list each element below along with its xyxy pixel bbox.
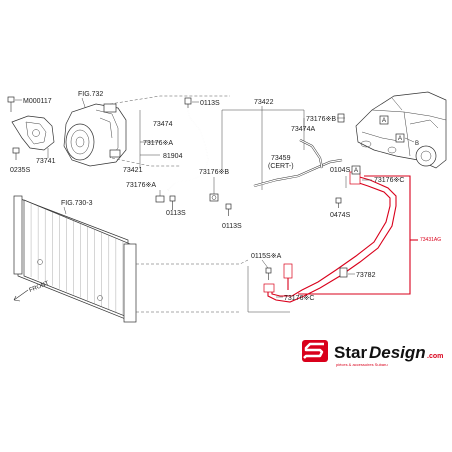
svg-text:A: A [398,136,402,142]
label-0235s: 0235S [10,167,31,174]
label-73176c-bottom: 73176※C [284,295,314,302]
car-illustration [355,91,447,169]
label-fig730: FIG.730-3 [61,200,93,207]
label-fig732: FIG.732 [78,91,103,98]
label-cert: (CERT-) [268,163,294,170]
bolt-0113s-mid [169,195,176,210]
logo-text-star: Star [334,343,367,362]
label-73422: 73422 [254,99,274,106]
stardesign-logo: Star Design .com pièces & accessoires Su… [302,340,443,367]
label-0104s: 0104S [330,167,351,174]
label-0113s-top: 0113S [200,100,220,107]
label-73421: 73421 [123,167,143,174]
svg-text:A: A [382,118,386,124]
bolt-0235s [12,147,20,160]
label-73741: 73741 [36,158,56,165]
label-73782: 73782 [356,272,376,279]
label-73176a-top: 73176※A [143,140,173,147]
logo-s-mark [302,340,328,362]
label-73176b-top: 73176※B [306,116,336,123]
pipe-73422 [253,139,343,188]
bolt-0113s-low [225,203,232,216]
bolt-m000117 [7,96,15,112]
svg-text:A: A [354,168,358,174]
compressor [63,103,127,167]
logo-text-design: Design [369,343,426,362]
label-0474s: 0474S [330,212,351,219]
bolt-0113s-top [184,97,192,108]
pipe-73421 [167,103,209,191]
label-81904: 81904 [163,153,183,160]
label-0113s-low: 0113S [222,223,242,230]
label-0113s-mid: 0113S [166,210,186,217]
ref-box-a-mid: A [351,165,361,175]
label-73176a-left: 73176※A [126,182,156,189]
ref-box-a-top: A [379,115,389,125]
bracket-73741 [11,115,55,151]
logo-text-domain: .com [427,353,443,360]
clamp-73782 [339,267,348,278]
label-m000117: M000117 [23,98,52,105]
clamp-73176b-mid [209,193,219,202]
clamp-73176a [155,195,165,203]
logo-tagline: pièces & accessoires Subaru [336,362,388,367]
label-highlighted-part: 73431AG [420,237,441,243]
label-73474a: 73474A [291,126,315,133]
label-ref-b: B [415,141,419,147]
bolt-0474s [335,197,342,208]
condenser [13,195,137,323]
pipe-highlighted [263,171,397,303]
front-arrow: FRONT [13,280,50,302]
label-73474: 73474 [153,121,173,128]
label-73176b-mid: 73176※B [199,169,229,176]
label-73459: 73459 [271,155,291,162]
label-0115s: 0115S※A [251,253,282,260]
bolt-0115s [265,267,272,280]
ref-box-a-car: A [395,133,405,143]
label-73176c-right: 73176※C [374,177,404,184]
